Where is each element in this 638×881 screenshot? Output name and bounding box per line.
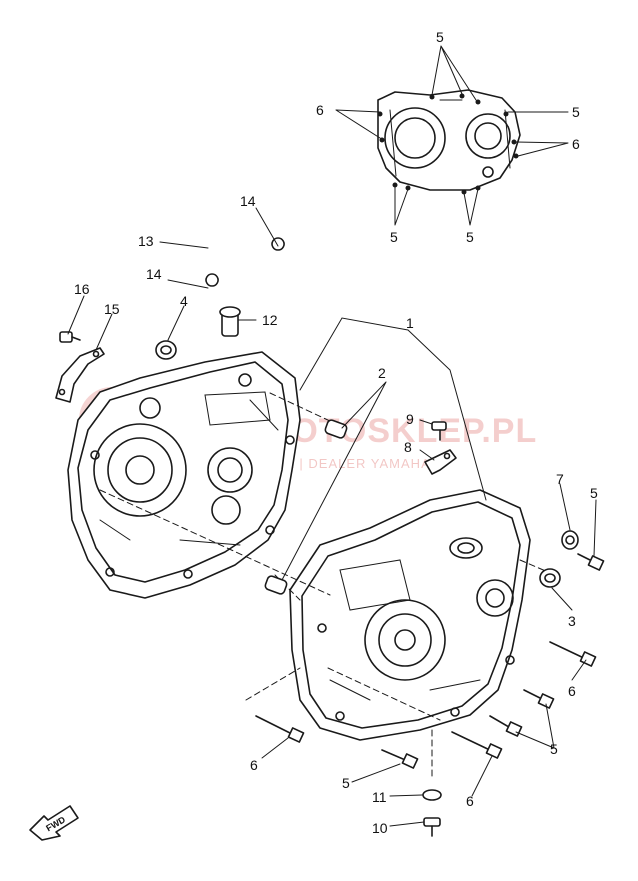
- collar: [561, 530, 579, 550]
- oil-seal: [539, 568, 561, 588]
- right-crankcase: [289, 489, 531, 741]
- callout-6: 6: [568, 683, 576, 699]
- callout-8: 8: [404, 439, 412, 455]
- callout-3: 3: [568, 613, 576, 629]
- drain-plug: [423, 817, 441, 837]
- fwd-direction-marker: FWD: [29, 805, 79, 841]
- callout-5: 5: [390, 229, 398, 245]
- dowel-pin-upper: [324, 419, 348, 439]
- cover-plate: [55, 347, 105, 403]
- assembly-lines: [99, 392, 556, 781]
- oil-seal-left: [155, 340, 177, 360]
- callout-5: 5: [572, 104, 580, 120]
- hose-clip-lower: [205, 273, 219, 287]
- callout-13: 13: [138, 233, 154, 249]
- callout-12: 12: [262, 312, 278, 328]
- callout-2: 2: [378, 365, 386, 381]
- callout-1: 1: [406, 315, 414, 331]
- bolt: [381, 749, 419, 769]
- bolt: [549, 641, 597, 667]
- leader-lines: [67, 207, 597, 827]
- callout-14: 14: [146, 266, 162, 282]
- callout-16: 16: [74, 281, 90, 297]
- breather-hose: [204, 239, 276, 271]
- callout-15: 15: [104, 301, 120, 317]
- bolt: [577, 553, 605, 571]
- cover-screw: [59, 331, 81, 343]
- callout-5: 5: [590, 485, 598, 501]
- callout-5: 5: [436, 29, 444, 45]
- breather-fitting: [219, 306, 241, 337]
- crankcase-top-view: [335, 45, 569, 226]
- bolt: [489, 715, 523, 737]
- bolt: [451, 731, 503, 759]
- callout-6: 6: [250, 757, 258, 773]
- callout-14: 14: [240, 193, 256, 209]
- bolt: [255, 715, 305, 743]
- callout-10: 10: [372, 820, 388, 836]
- callout-6: 6: [316, 102, 324, 118]
- callout-4: 4: [180, 293, 188, 309]
- callout-6: 6: [466, 793, 474, 809]
- left-crankcase: [67, 351, 301, 599]
- dowel-pin-lower: [264, 575, 288, 595]
- bolt: [523, 689, 555, 709]
- watermark-title: MOTOSKLEP.PL: [262, 412, 537, 450]
- callout-5: 5: [342, 775, 350, 791]
- callout-9: 9: [406, 411, 414, 427]
- callout-5: 5: [550, 741, 558, 757]
- callout-5: 5: [466, 229, 474, 245]
- callout-6: 6: [572, 136, 580, 152]
- gasket: [422, 789, 442, 801]
- callout-labels: 5 6 5 6 5 5 14 13 14 16 4 15 12 1 2 9 8 …: [74, 29, 598, 836]
- bolt-set: [255, 553, 605, 769]
- hose-clip-upper: [271, 237, 285, 251]
- bracket: [424, 449, 457, 475]
- screw: [431, 421, 447, 441]
- callout-7: 7: [556, 471, 564, 487]
- callout-11: 11: [372, 789, 387, 805]
